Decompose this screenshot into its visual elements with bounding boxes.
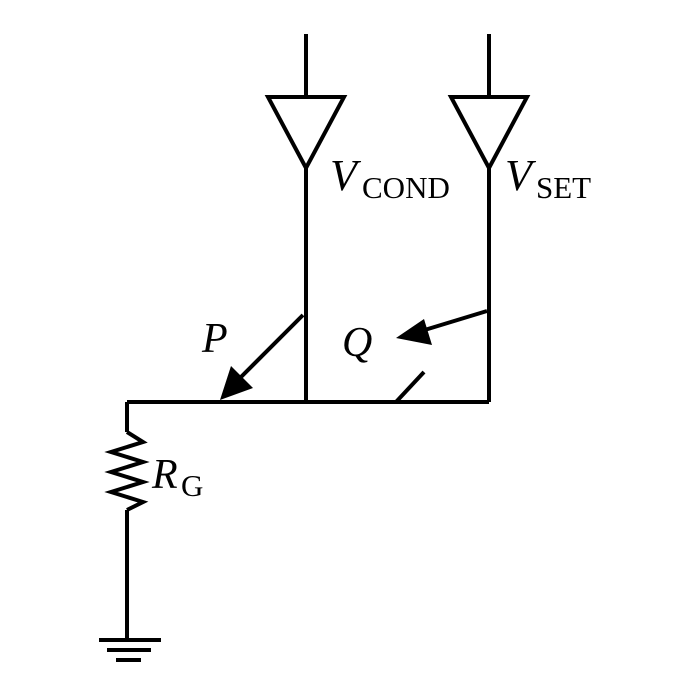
arrow-p bbox=[220, 313, 305, 400]
resistor-rg bbox=[104, 402, 150, 638]
horizontal-bus bbox=[127, 370, 489, 404]
label-v-set: V SET bbox=[505, 151, 591, 205]
v-set-branch bbox=[447, 34, 531, 402]
switch-blade bbox=[394, 370, 426, 404]
v-cond-main-text: V bbox=[330, 151, 362, 200]
rg-main-text: R bbox=[151, 452, 178, 498]
v-set-subscript: SET bbox=[536, 170, 591, 205]
label-p: P bbox=[201, 316, 228, 362]
v-cond-subscript: COND bbox=[362, 170, 450, 205]
v-set-buffer-triangle bbox=[447, 95, 531, 173]
arrow-q-head bbox=[396, 319, 432, 345]
ground-icon bbox=[99, 638, 161, 662]
v-cond-branch bbox=[264, 34, 348, 402]
label-v-cond: V COND bbox=[330, 151, 450, 205]
rg-subscript: G bbox=[181, 468, 203, 503]
arrow-q-shaft bbox=[417, 309, 488, 334]
v-cond-buffer-triangle bbox=[264, 95, 348, 173]
label-rg: R G bbox=[151, 452, 203, 503]
arrow-p-head bbox=[220, 366, 253, 400]
resistor-zigzag bbox=[104, 430, 150, 512]
v-set-main-text: V bbox=[505, 151, 537, 200]
arrow-q bbox=[396, 309, 488, 345]
label-q: Q bbox=[342, 320, 372, 366]
arrow-p-shaft bbox=[234, 313, 305, 384]
